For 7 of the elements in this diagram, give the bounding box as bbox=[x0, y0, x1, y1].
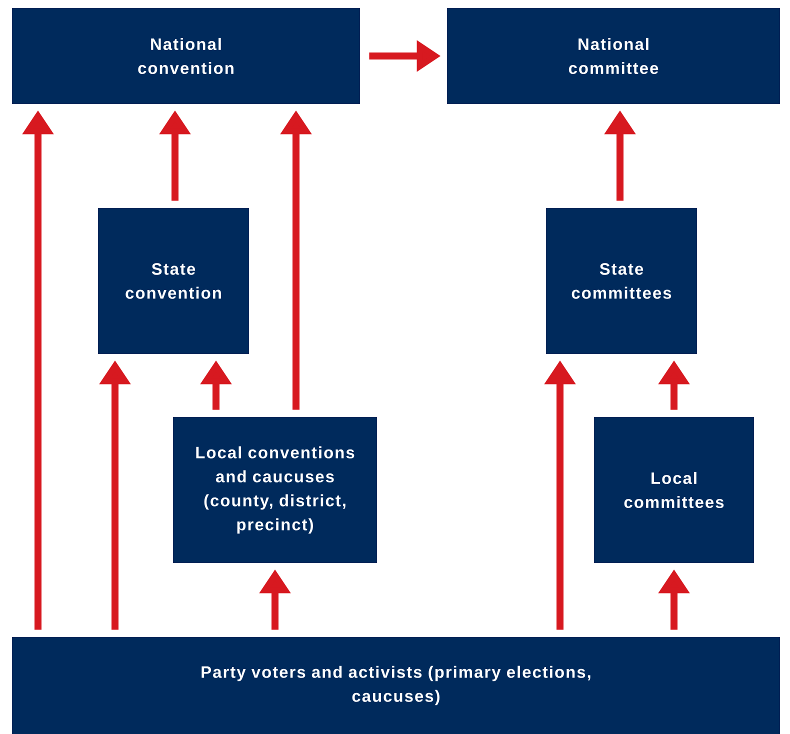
node-box: State committees bbox=[546, 208, 697, 354]
node-box: State convention bbox=[98, 208, 249, 354]
node-box: Local committees bbox=[594, 417, 754, 563]
node-box: Local conventions and caucuses (county, district, precinct) bbox=[173, 417, 377, 563]
node-box: National committee bbox=[447, 8, 780, 104]
node-box: National convention bbox=[12, 8, 360, 104]
node-box: Party voters and activists (primary elections, caucuses) bbox=[12, 637, 780, 734]
